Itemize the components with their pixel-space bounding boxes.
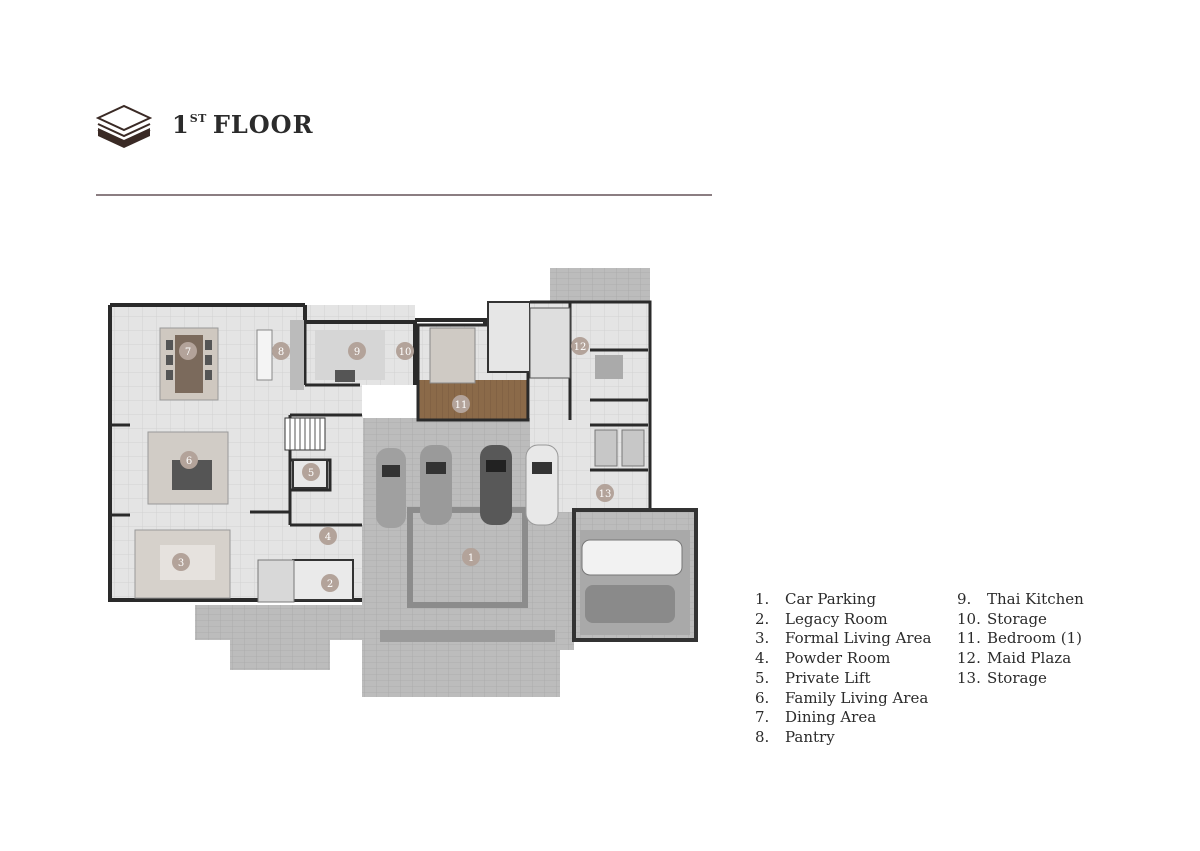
svg-text:7: 7 [185, 347, 191, 358]
room-markers: 1 2 3 4 5 6 7 8 9 10 11 12 13 [172, 337, 614, 592]
legend-item: 7.Dining Area [755, 708, 877, 727]
service-wing [529, 268, 652, 512]
svg-text:4: 4 [325, 532, 331, 543]
floor-plan: 1 2 3 4 5 6 7 8 9 10 11 12 13 [108, 268, 698, 697]
svg-text:13: 13 [599, 489, 612, 500]
svg-text:2: 2 [327, 579, 333, 590]
legend-column-1: 1.Car Parking 2.Legacy Room 3.Formal Liv… [755, 590, 955, 748]
title-divider [96, 194, 712, 196]
svg-text:10: 10 [399, 347, 412, 358]
room-marker-5: 5 [302, 463, 320, 481]
svg-text:12: 12 [574, 342, 587, 353]
room-marker-8: 8 [272, 342, 290, 360]
room-marker-4: 4 [319, 527, 337, 545]
bedroom-block [416, 301, 531, 422]
legend-item: 3.Formal Living Area [755, 629, 932, 648]
svg-text:9: 9 [354, 347, 360, 358]
room-marker-9: 9 [348, 342, 366, 360]
legend-item: 9.Thai Kitchen [957, 590, 1084, 608]
legend-item: 11.Bedroom (1) [957, 629, 1082, 648]
legend-item: 4.Powder Room [755, 649, 891, 668]
svg-text:6: 6 [186, 456, 192, 467]
svg-text:5: 5 [308, 468, 314, 479]
room-marker-11: 11 [452, 395, 470, 413]
legend-item: 5.Private Lift [755, 668, 871, 687]
car-icons [376, 444, 683, 623]
room-marker-12: 12 [571, 337, 589, 355]
legend-item: 6.Family Living Area [755, 688, 929, 707]
legend-item: 12.Maid Plaza [957, 649, 1072, 668]
room-marker-1: 1 [462, 548, 480, 566]
dining-furniture [159, 327, 219, 401]
svg-text:1: 1 [468, 553, 474, 564]
svg-text:8: 8 [278, 347, 284, 358]
legend-item: 10.Storage [957, 609, 1047, 628]
legend-item: 13.Storage [957, 668, 1047, 687]
layers-icon [96, 104, 152, 148]
legend-column-2: 9.Thai Kitchen 10.Storage 11.Bedroom (1)… [957, 590, 1157, 689]
staircase [284, 417, 326, 451]
room-marker-7: 7 [179, 342, 197, 360]
room-marker-13: 13 [596, 484, 614, 502]
room-marker-3: 3 [172, 553, 190, 571]
legend-item: 8.Pantry [755, 727, 835, 746]
svg-text:11: 11 [455, 400, 468, 411]
svg-text:3: 3 [178, 558, 184, 569]
legend-item: 2.Legacy Room [755, 609, 888, 628]
room-marker-10: 10 [396, 342, 414, 360]
legend-item: 1.Car Parking [755, 590, 877, 608]
room-marker-2: 2 [321, 574, 339, 592]
room-marker-6: 6 [180, 451, 198, 469]
